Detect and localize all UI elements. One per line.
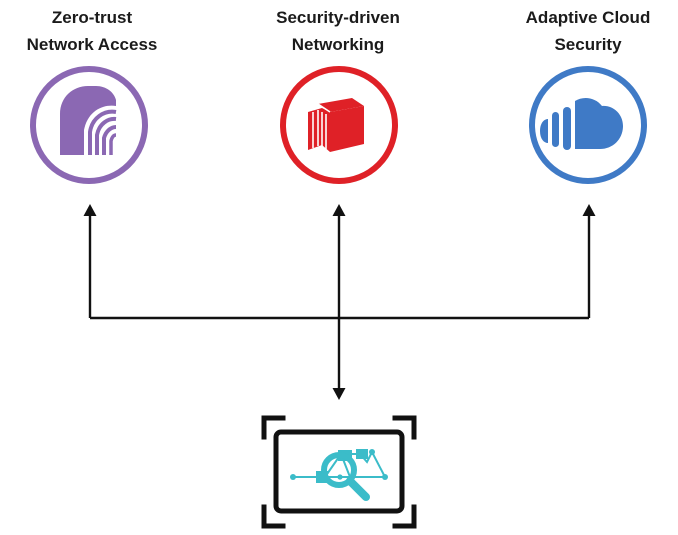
ztna-node [30,66,148,184]
label-line: Security [554,35,622,54]
arrowhead-center [332,388,346,400]
label-line: Adaptive Cloud [525,8,651,27]
cloud-icon [540,98,623,150]
arrowhead-sdn [332,204,346,216]
arrowhead-ztna [83,204,97,216]
node-label-zero-trust-network-access: Zero-trust Network Access [7,4,177,58]
acs-node [529,66,647,184]
gateway-arch-icon [60,86,117,155]
connector-lines [88,212,591,392]
cube-icon [308,98,364,152]
label-line: Networking [291,35,385,54]
arrowheads [83,204,596,400]
ztna-ring [30,66,148,184]
label-line: Network Access [26,35,158,54]
sdn-ring [280,66,398,184]
node-label-security-driven-networking: Security-driven Networking [253,4,423,58]
network-analysis-monitor-icon [261,415,417,529]
sdn-node [280,66,398,184]
acs-ring [529,66,647,184]
label-line: Security-driven [276,8,400,27]
node-label-adaptive-cloud-security: Adaptive Cloud Security [503,4,673,58]
frame-corners [261,415,417,529]
label-line: Zero-trust [51,8,133,27]
magnifier [321,452,370,501]
arrowhead-acs [582,204,596,216]
